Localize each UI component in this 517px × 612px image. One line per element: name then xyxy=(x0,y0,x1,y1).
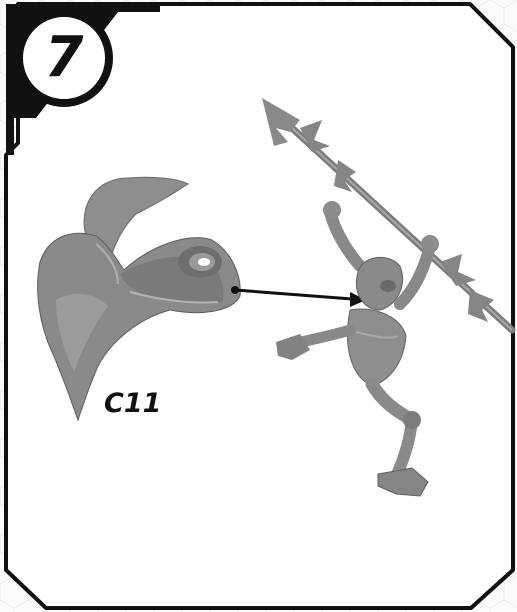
step-number: 7 xyxy=(28,22,100,94)
part-label-c11: C11 xyxy=(104,388,161,419)
